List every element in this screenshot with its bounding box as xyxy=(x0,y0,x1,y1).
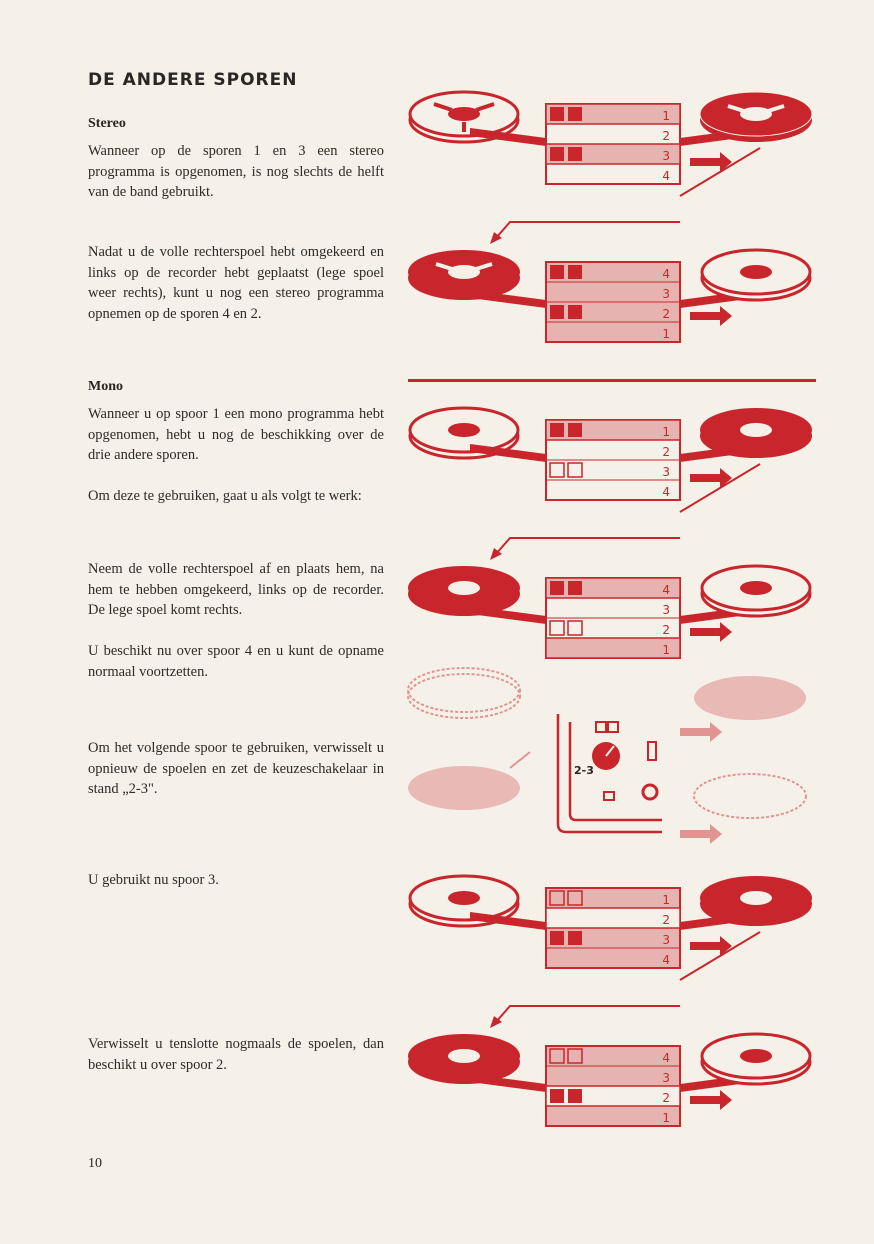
page-number: 10 xyxy=(88,1156,102,1171)
track-label: 4 xyxy=(662,583,670,597)
tape-diagram-6: 4 3 2 1 xyxy=(408,1032,812,1127)
track-label: 4 xyxy=(662,1051,670,1065)
track-label: 1 xyxy=(662,893,670,907)
tape-diagram-1: 1 2 3 4 xyxy=(408,90,813,197)
track-label: 4 xyxy=(662,953,670,967)
stereo-paragraph-1: Wanneer op de sporen 1 en 3 een stereo p… xyxy=(88,143,384,200)
mono-paragraph-2: Neem de volle rechterspoel af en plaats … xyxy=(88,561,384,618)
selector-switch-diagram: 2-3 xyxy=(407,667,807,844)
track-label: 4 xyxy=(662,267,670,281)
right-reel-full xyxy=(699,91,813,142)
tape-tracks: 1 2 3 4 xyxy=(545,103,681,185)
track-label: 1 xyxy=(662,643,670,657)
track-label: 2 xyxy=(662,1091,670,1105)
track-label: 1 xyxy=(662,327,670,341)
track-label: 3 xyxy=(662,287,670,301)
mono-paragraph-4: U gebruikt nu spoor 3. xyxy=(88,872,219,888)
track-label: 3 xyxy=(662,465,670,479)
arrow-right-icon xyxy=(690,306,732,326)
track-label: 2 xyxy=(662,129,670,143)
track-label: 4 xyxy=(662,485,670,499)
stereo-title: Stereo xyxy=(88,116,126,131)
tape-diagram-4: 4 3 2 1 xyxy=(408,564,812,659)
switch-position-label: 2-3 xyxy=(574,764,594,777)
tape-diagram-3: 1 2 3 4 xyxy=(408,406,812,513)
section-divider xyxy=(408,379,816,382)
mono-paragraph-3: Om het volgende spoor te gebruiken, verw… xyxy=(88,740,384,797)
track-label: 3 xyxy=(662,603,670,617)
track-label: 2 xyxy=(662,623,670,637)
faded-reels xyxy=(407,667,807,844)
left-reel-empty xyxy=(408,90,520,144)
stereo-paragraph-2: Nadat u de volle rechterspoel hebt omgek… xyxy=(88,244,384,322)
connector-arrow-2 xyxy=(490,537,680,560)
arrow-right-icon xyxy=(690,468,732,488)
arrow-right-icon xyxy=(690,936,732,956)
track-label: 1 xyxy=(662,1111,670,1125)
track-label: 3 xyxy=(662,933,670,947)
track-label: 1 xyxy=(662,109,670,123)
track-label: 4 xyxy=(662,169,670,183)
track-label: 1 xyxy=(662,425,670,439)
page-heading: DE ANDERE SPOREN xyxy=(88,70,298,90)
mono-paragraph-5: Verwisselt u tenslotte nogmaals de spoel… xyxy=(88,1036,384,1073)
arrow-right-icon xyxy=(690,622,732,642)
arrow-right-icon xyxy=(690,152,732,172)
mono-title: Mono xyxy=(88,379,123,394)
track-label: 2 xyxy=(662,913,670,927)
track-label: 2 xyxy=(662,307,670,321)
arrow-right-icon xyxy=(690,1090,732,1110)
mono-paragraph-2b: U beschikt nu over spoor 4 en u kunt de … xyxy=(88,643,384,680)
connector-arrow-3 xyxy=(490,1005,680,1028)
mono-paragraph-1: Wanneer u op spoor 1 een mono programma … xyxy=(88,406,384,463)
track-label: 3 xyxy=(662,1071,670,1085)
tape-diagram-5: 1 2 3 4 xyxy=(408,874,812,981)
tape-diagram-2: 4 3 2 1 xyxy=(408,248,812,343)
track-label: 3 xyxy=(662,149,670,163)
connector-arrow-1 xyxy=(490,221,680,244)
mono-paragraph-1b: Om deze te gebruiken, gaat u als volgt t… xyxy=(88,488,362,504)
track-label: 2 xyxy=(662,445,670,459)
